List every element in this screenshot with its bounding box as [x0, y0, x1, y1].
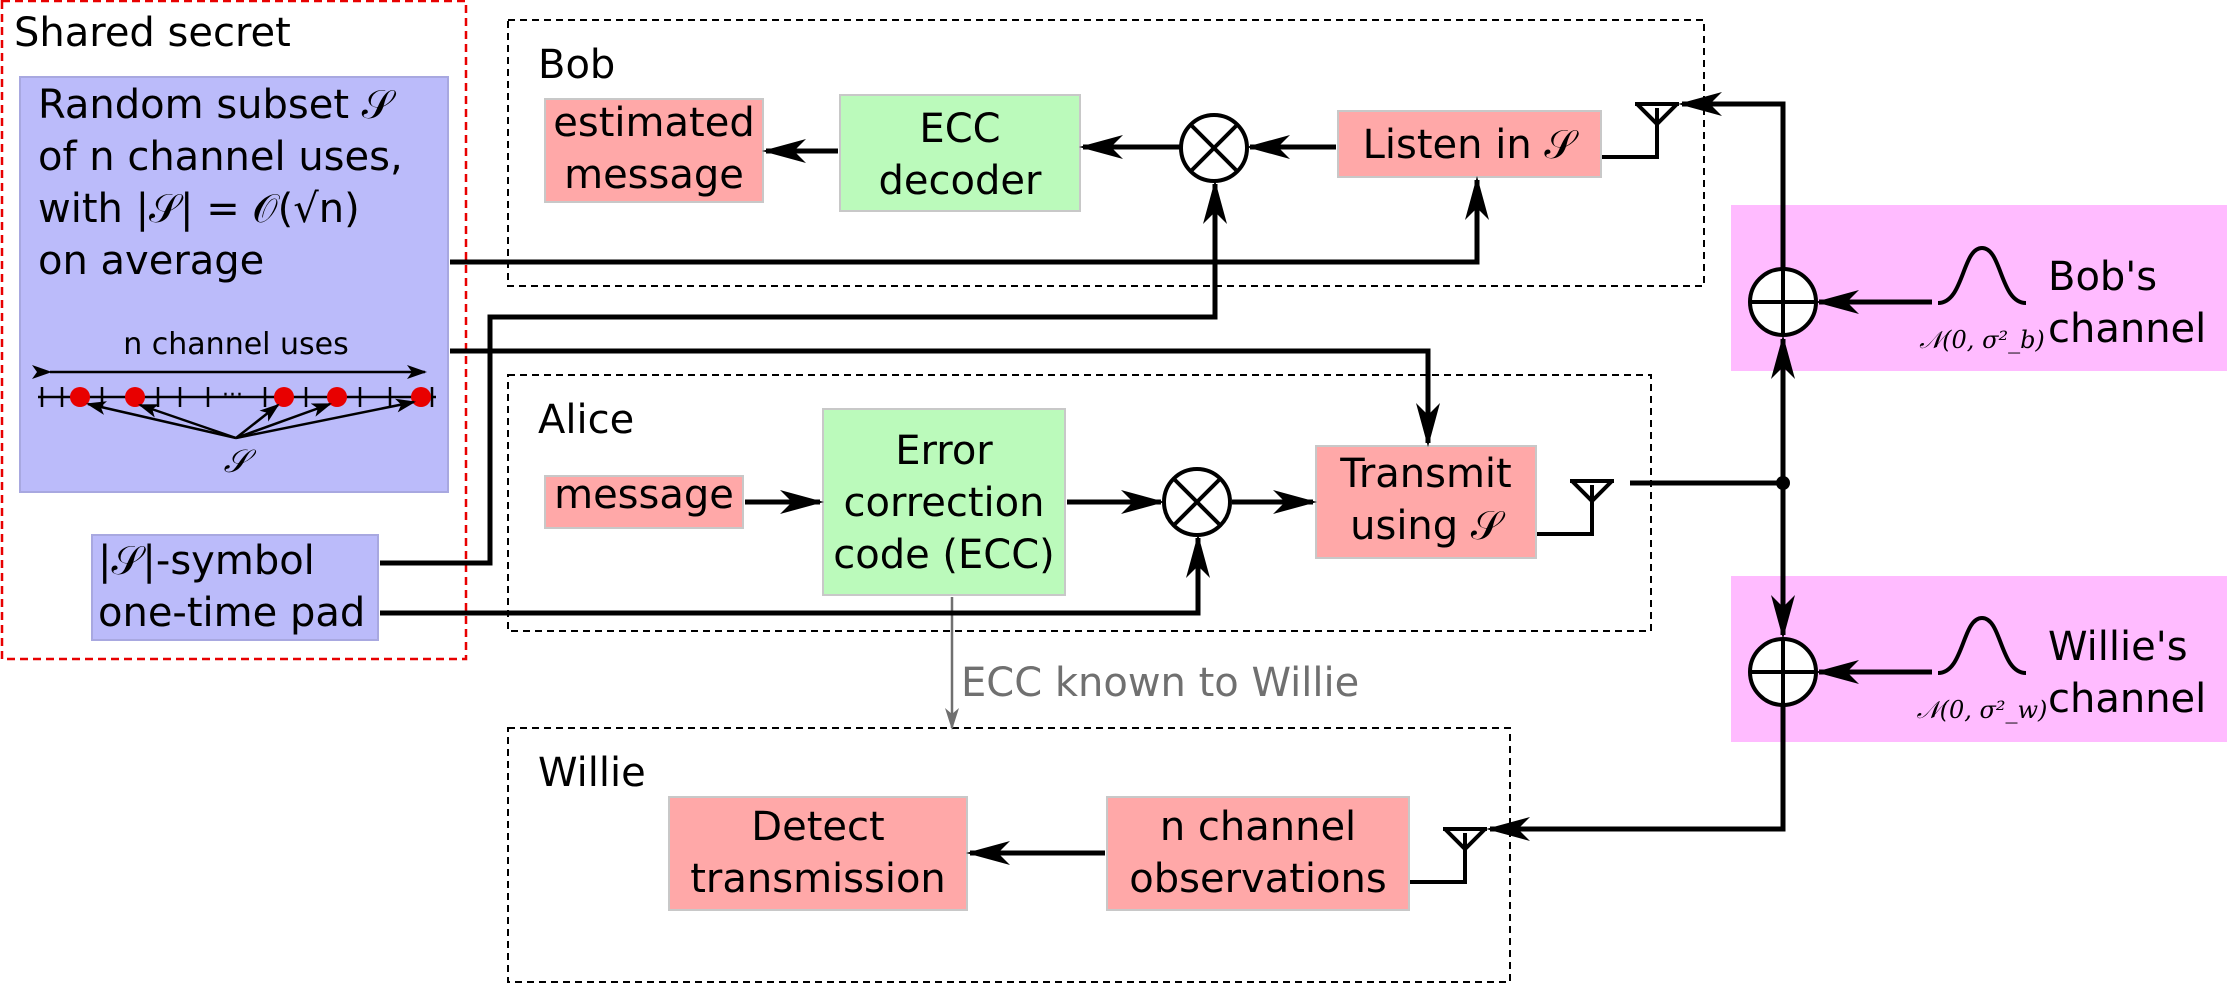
alice-antenna-icon [1537, 479, 1614, 536]
bob-gaussian-curve-icon [1937, 245, 2027, 305]
observations-box [1106, 796, 1410, 911]
bob-border [507, 19, 1705, 287]
shared-secret-group: Shared secret Random subset 𝒮 of n chann… [0, 0, 468, 661]
willie-adder-node [1748, 637, 1818, 707]
alice-title: Alice [538, 397, 634, 443]
timeline-ellipsis: ··· [222, 383, 243, 408]
bob-group: Bob estimated message ECC decoder Listen… [507, 19, 1705, 287]
one-time-pad-box [91, 534, 379, 641]
line-willie-adder-to-antenna [1486, 706, 1786, 841]
transmit-box [1315, 445, 1537, 559]
willie-channel-group: 𝒩(0, σ²_w) Willie's channel [1731, 576, 2227, 742]
detect-line-2: transmission [690, 856, 946, 902]
subset-line-2: of n channel uses, [38, 134, 403, 180]
ecc-line-3: code (ECC) [833, 532, 1055, 578]
willie-group: Willie Detect transmission n channel obs… [507, 727, 1511, 983]
willie-antenna-icon [1410, 827, 1487, 884]
line-pad-to-alice-multiply [380, 534, 1210, 616]
bob-adder-node [1748, 267, 1818, 337]
connectors [380, 92, 1795, 841]
n-channel-uses-label: n channel uses [123, 327, 349, 362]
bob-channel-group: 𝒩(0, σ²_b) Bob's channel [1731, 205, 2227, 371]
ecc-decoder-line-2: decoder [879, 158, 1042, 204]
observations-line-2: observations [1129, 856, 1386, 902]
willie-channel-line-2: channel [2048, 676, 2206, 722]
willie-gaussian-curve-icon [1937, 615, 2027, 675]
transmit-line-1: Transmit [1339, 451, 1511, 497]
willie-channel-line-1: Willie's [2048, 624, 2188, 670]
detect-line-1: Detect [751, 804, 884, 850]
transmit-line-2: using 𝒮 [1350, 503, 1506, 549]
bob-channel-line-1: Bob's [2048, 254, 2157, 300]
selected-channel-use-dots [70, 387, 431, 407]
message-label: message [554, 472, 734, 518]
detect-transmission-box [668, 796, 968, 911]
bob-multiply-node [1179, 113, 1249, 183]
bob-title: Bob [538, 42, 615, 88]
alice-multiply-node [1162, 467, 1232, 537]
line-bob-adder-to-antenna [1678, 92, 1786, 268]
bob-channel-line-2: channel [2048, 306, 2206, 352]
alice-group: Alice message Error correction code (ECC… [507, 374, 1652, 632]
estimated-message-line-1: estimated [553, 100, 754, 146]
listen-box [1337, 110, 1602, 178]
pad-line-1: |𝒮|-symbol [98, 538, 315, 584]
line-subset-to-transmit [450, 348, 1440, 447]
ecc-line-2: correction [844, 480, 1045, 526]
line-pad-to-bob-multiply [380, 180, 1227, 566]
willie-title: Willie [538, 750, 646, 796]
subset-line-4: on average [38, 238, 264, 284]
signal-junction-dot [1776, 476, 1790, 490]
message-box [544, 475, 744, 529]
ecc-known-label: ECC known to Willie [961, 660, 1359, 706]
subset-line-1: Random subset 𝒮 [38, 82, 397, 128]
estimated-message-box [544, 98, 764, 203]
shared-secret-title: Shared secret [14, 10, 291, 56]
set-pointer-arrows [86, 398, 416, 440]
random-subset-box [19, 76, 449, 493]
bob-antenna-icon [1602, 102, 1679, 159]
willie-border [507, 727, 1511, 983]
ecc-box [822, 408, 1066, 596]
line-subset-to-listen [450, 176, 1489, 265]
alice-border [507, 374, 1652, 632]
ecc-decoder-box [839, 94, 1081, 212]
ecc-decoder-line-1: ECC [919, 106, 1000, 152]
estimated-message-line-2: message [564, 152, 744, 198]
pad-line-2: one-time pad [98, 590, 365, 636]
ecc-line-1: Error [895, 428, 993, 474]
bob-noise-label: 𝒩(0, σ²_b) [1919, 326, 2045, 354]
observations-line-1: n channel [1160, 804, 1356, 850]
listen-label: Listen in 𝒮 [1363, 122, 1580, 168]
willie-noise-label: 𝒩(0, σ²_w) [1917, 696, 2048, 724]
shared-secret-border [0, 0, 468, 661]
subset-line-3: with |𝒮| = 𝒪(√n) [38, 186, 360, 232]
